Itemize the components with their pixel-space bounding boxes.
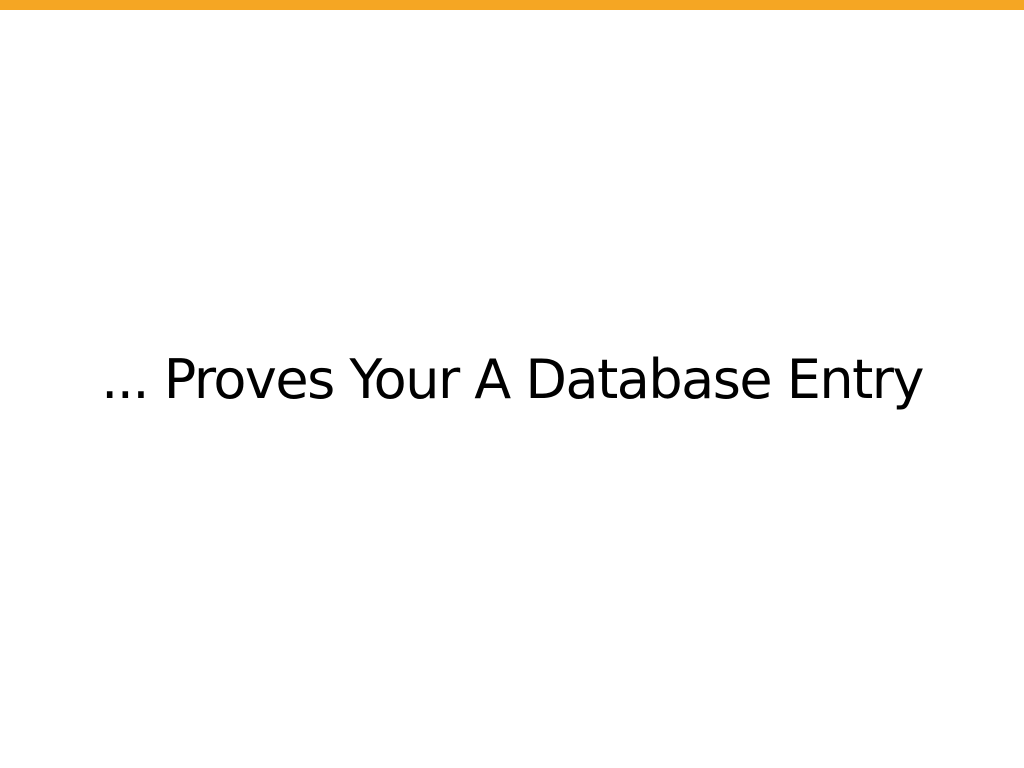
accent-bar xyxy=(0,0,1024,10)
slide-title: ... Proves Your A Database Entry xyxy=(101,348,924,411)
